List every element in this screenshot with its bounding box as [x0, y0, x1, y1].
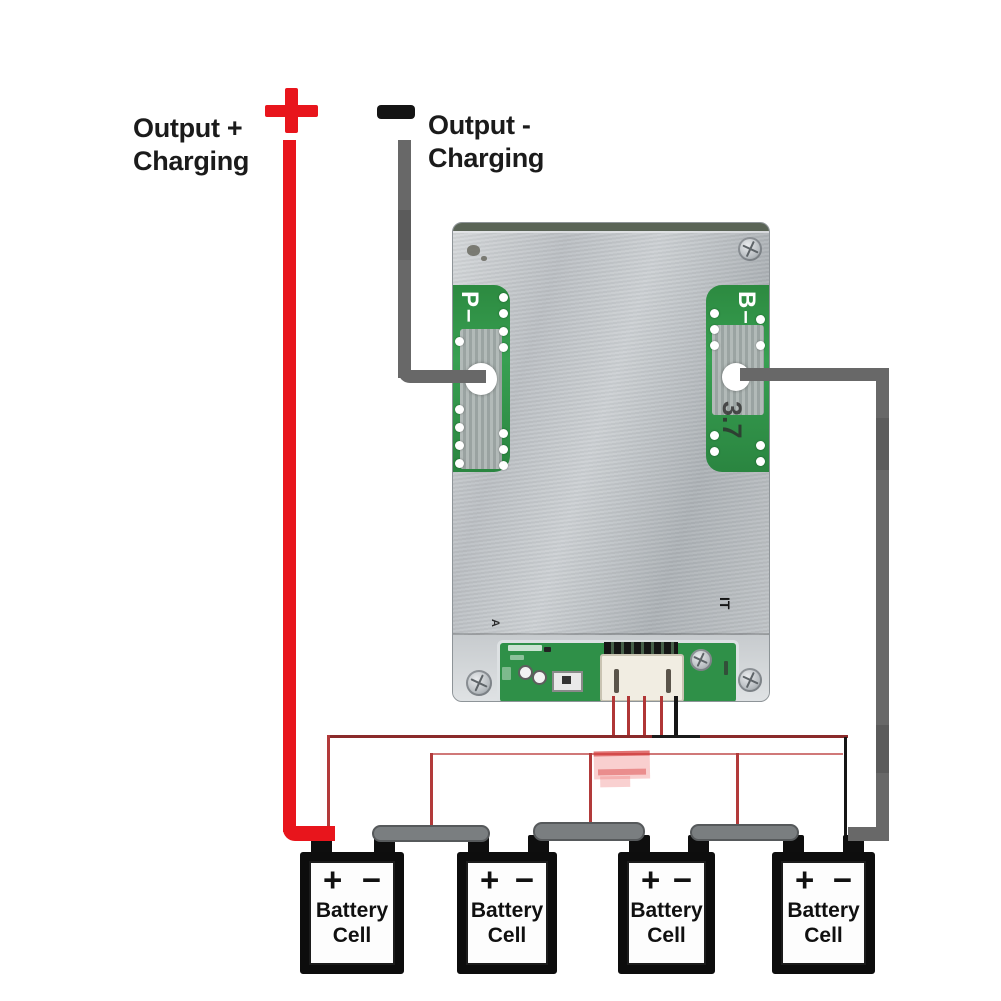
- solder-pad-icon: [455, 459, 464, 468]
- balance-drop-cell1: [327, 735, 330, 829]
- solder-pad-icon: [710, 341, 719, 350]
- solder-pad-icon: [499, 343, 508, 352]
- output-minus-line1: Output -: [428, 110, 531, 140]
- mosfet-area: [460, 329, 502, 469]
- output-plus-wire-elbow: [283, 826, 335, 841]
- cell-plus-sign: +: [641, 861, 661, 898]
- bms-board: P– B– 3.7 A IT: [452, 222, 770, 702]
- b-minus-wire-top: [740, 368, 889, 381]
- solder-pad-icon: [756, 457, 765, 466]
- output-plus-line1: Output +: [133, 113, 243, 143]
- corner-marking: A: [489, 619, 501, 627]
- solder-pad-icon: [455, 337, 464, 346]
- output-plus-line2: Charging: [133, 146, 250, 176]
- balance-drop-bar2: [589, 753, 592, 825]
- solder-pad-icon: [710, 447, 719, 456]
- output-plus-label: Output + Charging: [133, 112, 249, 178]
- solder-pad-icon: [455, 441, 464, 450]
- smd-component: [532, 670, 547, 685]
- connector-pins: [604, 642, 678, 656]
- solder-pad-icon: [499, 327, 508, 336]
- balance-drop-bar1: [430, 753, 433, 829]
- output-minus-line2: Charging: [428, 143, 545, 173]
- voltage-marking: 3.7: [717, 401, 747, 439]
- balance-bus-line-1: [327, 735, 848, 738]
- balance-wire: [627, 696, 630, 738]
- screw-icon: [466, 670, 492, 696]
- cell-minus-sign: −: [672, 861, 692, 898]
- output-minus-label: Output - Charging: [428, 109, 544, 175]
- series-jumper-1: [372, 825, 490, 842]
- solder-pad-icon: [710, 309, 719, 318]
- solder-pad-icon: [499, 309, 508, 318]
- solder-pad-icon: [499, 445, 508, 454]
- screw-icon: [738, 237, 762, 261]
- balance-drop-bar3: [736, 753, 739, 829]
- balance-wire: [643, 696, 646, 738]
- solder-pad-icon: [756, 341, 765, 350]
- screw-icon: [690, 649, 712, 671]
- p-minus-label: P–: [456, 291, 483, 325]
- balance-wire: [612, 696, 615, 738]
- silkscreen-text: [508, 645, 542, 651]
- cell-plus-sign: +: [323, 861, 343, 898]
- red-smudge-artifact: [593, 748, 653, 793]
- side-marking: IT: [717, 597, 733, 610]
- cell-plus-sign: +: [795, 861, 815, 898]
- screw-icon: [738, 668, 762, 692]
- solder-pad-icon: [455, 405, 464, 414]
- cell-minus-sign: −: [514, 861, 534, 898]
- scratch-mark: [467, 245, 480, 256]
- smd-component: [518, 665, 533, 680]
- solder-pad-icon: [499, 429, 508, 438]
- series-jumper-2: [533, 822, 645, 841]
- balance-wire-black: [674, 696, 678, 738]
- solder-pad-icon: [499, 461, 508, 470]
- balance-wire: [660, 696, 663, 738]
- cell-plus-sign: +: [480, 861, 500, 898]
- b-minus-label: B–: [733, 291, 760, 326]
- series-jumper-3: [690, 824, 799, 841]
- solder-pad-icon: [455, 423, 464, 432]
- balance-drop-cell4: [844, 737, 847, 837]
- output-minus-wire-elbow: [398, 370, 486, 383]
- cell-minus-sign: −: [832, 861, 852, 898]
- solder-pad-icon: [756, 441, 765, 450]
- output-minus-wire: [398, 140, 411, 378]
- solder-pad-icon: [710, 325, 719, 334]
- output-plus-wire: [283, 140, 296, 832]
- cell-minus-sign: −: [361, 861, 381, 898]
- b-minus-wire-elbow: [848, 827, 889, 841]
- solder-pad-icon: [710, 431, 719, 440]
- balance-connector: [600, 654, 684, 701]
- minus-icon: [377, 105, 415, 119]
- bottom-pcb-strip: [497, 640, 739, 701]
- board-top-edge: [453, 223, 769, 231]
- solder-pad-icon: [499, 293, 508, 302]
- smd-component: [552, 671, 583, 692]
- plus-icon: [265, 88, 318, 133]
- b-minus-wire-vertical: [876, 368, 889, 841]
- solder-pad-icon: [756, 315, 765, 324]
